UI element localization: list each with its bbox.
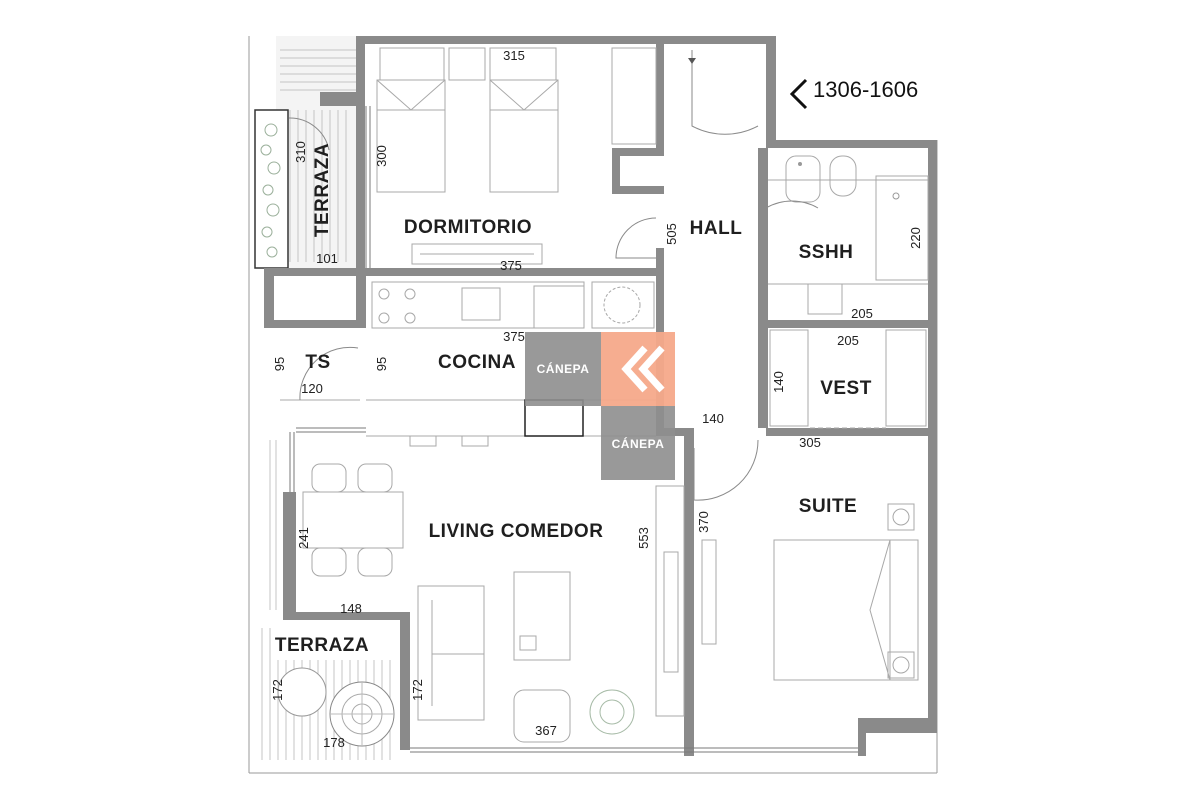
terraza-top-deck — [276, 36, 356, 268]
dim-ts-depth: 95 — [272, 357, 287, 371]
room-label-dormitorio: DORMITORIO — [404, 217, 532, 238]
suite-door — [693, 439, 759, 501]
dormitorio-door — [615, 217, 657, 259]
dim-ssh-width: 205 — [851, 306, 873, 321]
dim-ssh-depth: 220 — [908, 227, 923, 249]
dim-terraza-b-width: 148 — [340, 601, 362, 616]
windows — [289, 106, 858, 753]
watermark-brand: CÁNEPA — [537, 361, 590, 376]
dim-terraza-width: 101 — [316, 251, 338, 266]
dim-hall-depth: 505 — [664, 223, 679, 245]
dim-dorm-width-top: 315 — [503, 48, 525, 63]
dim-terraza-depth: 310 — [293, 141, 308, 163]
room-label-living: LIVING COMEDOR — [429, 521, 604, 542]
canepa-watermark: CÁNEPA CÁNEPA — [525, 332, 675, 480]
dim-dining-depth: 241 — [296, 527, 311, 549]
dim-vest-width: 205 — [837, 333, 859, 348]
chevron-left-icon — [789, 78, 808, 110]
entry-door — [691, 50, 759, 135]
dim-cocina-width: 375 — [503, 329, 525, 344]
terraza-bottom-deck — [261, 628, 395, 760]
vest-furniture — [769, 329, 927, 429]
ts-room — [269, 346, 360, 610]
planter-plants — [260, 123, 281, 258]
suite-furniture — [701, 503, 919, 681]
room-label-ts: TS — [305, 352, 330, 373]
dim-terraza-b-depth-left: 172 — [270, 679, 285, 701]
ssh-fixtures — [765, 155, 929, 315]
unit-code: 1306-1606 — [813, 77, 918, 102]
dim-dorm-width-bottom: 375 — [500, 258, 522, 273]
room-label-vest: VEST — [820, 378, 872, 399]
dim-suite-depth: 370 — [696, 511, 711, 533]
living-furniture — [302, 463, 685, 743]
dormitorio-furniture — [376, 47, 657, 265]
room-label-suite: SUITE — [799, 496, 857, 517]
dim-living-depth: 553 — [636, 527, 651, 549]
watermark-brand-small: CÁNEPA — [612, 436, 665, 451]
dim-ts-width: 120 — [301, 381, 323, 396]
room-label-terraza-top: TERRAZA — [312, 143, 333, 237]
dim-cocina-depth: 95 — [374, 357, 389, 371]
room-label-terraza-bottom: TERRAZA — [275, 635, 369, 656]
terraza-door-swing — [288, 117, 330, 151]
entry-arrow-icon — [688, 58, 696, 64]
planter-box — [254, 109, 289, 269]
room-label-ssh: SSHH — [799, 242, 854, 263]
dim-terraza-b-bottom: 178 — [323, 735, 345, 750]
room-label-hall: HALL — [690, 218, 743, 239]
dim-passage-width: 140 — [702, 411, 724, 426]
dim-terraza-b-depth-right: 172 — [410, 679, 425, 701]
dim-dorm-depth: 300 — [374, 145, 389, 167]
dim-living-width: 367 — [535, 723, 557, 738]
room-label-cocina: COCINA — [438, 352, 516, 373]
dim-suite-width: 305 — [799, 435, 821, 450]
dim-vest-depth: 140 — [771, 371, 786, 393]
